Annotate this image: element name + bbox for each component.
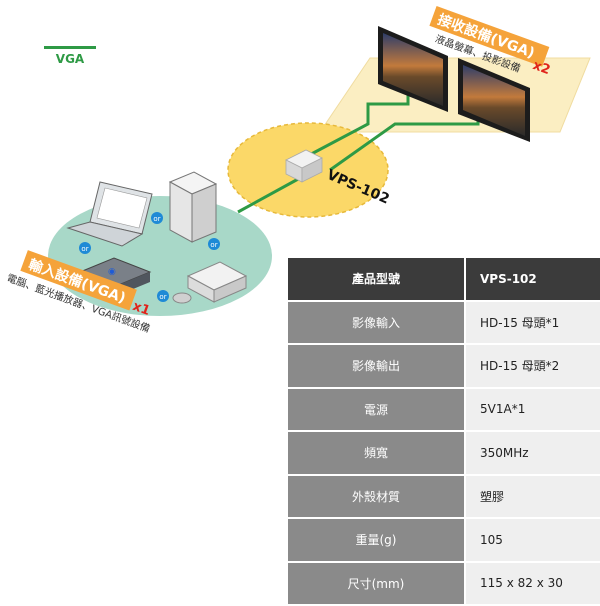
spec-label: 影像輸出	[288, 344, 466, 389]
vga-legend-label: VGA	[44, 46, 96, 66]
spec-row: 尺寸(mm) 115 x 82 x 30	[288, 561, 600, 606]
spec-value: 5V1A*1	[465, 387, 600, 432]
spec-label: 外殼材質	[288, 474, 466, 519]
spec-header-row: 產品型號 VPS-102	[288, 258, 600, 302]
or-badge: or	[208, 238, 220, 250]
input-qty: x1	[131, 299, 153, 319]
spec-value: HD-15 母頭*2	[465, 344, 600, 389]
spec-value: 105	[465, 518, 600, 563]
spec-label: 尺寸(mm)	[288, 561, 466, 606]
spec-table: 產品型號 VPS-102 影像輸入 HD-15 母頭*1 影像輸出 HD-15 …	[288, 258, 600, 606]
monitor-icon	[458, 58, 530, 142]
or-badge: or	[157, 290, 169, 302]
spec-label: 重量(g)	[288, 518, 466, 563]
splitter-device-icon	[285, 149, 323, 183]
spec-value: 塑膠	[465, 474, 600, 519]
spec-value: 115 x 82 x 30	[465, 561, 600, 606]
spec-row: 影像輸出 HD-15 母頭*2	[288, 344, 600, 389]
spec-row: 頻寬 350MHz	[288, 431, 600, 476]
spec-value: HD-15 母頭*1	[465, 300, 600, 345]
spec-value: VPS-102	[465, 258, 600, 302]
or-badge: or	[151, 212, 163, 224]
receiver-qty: x2	[531, 58, 553, 78]
laptop-icon	[66, 181, 153, 247]
spec-row: 影像輸入 HD-15 母頭*1	[288, 300, 600, 345]
spec-row: 外殼材質 塑膠	[288, 474, 600, 519]
svg-text:or: or	[153, 215, 160, 223]
or-badge: or	[79, 242, 91, 254]
monitor-icon	[378, 26, 448, 112]
spec-label: 頻寬	[288, 431, 466, 476]
svg-text:or: or	[159, 293, 166, 301]
svg-text:◉: ◉	[108, 267, 116, 277]
spec-row: 重量(g) 105	[288, 518, 600, 563]
desktop-tower-icon	[168, 171, 218, 243]
game-console-icon	[186, 261, 248, 303]
spec-label: 產品型號	[288, 258, 466, 302]
gamepad-icon	[172, 292, 192, 304]
spec-label: 影像輸入	[288, 300, 466, 345]
svg-text:or: or	[210, 241, 217, 249]
svg-text:or: or	[81, 245, 88, 253]
spec-label: 電源	[288, 387, 466, 432]
spec-row: 電源 5V1A*1	[288, 387, 600, 432]
spec-value: 350MHz	[465, 431, 600, 476]
